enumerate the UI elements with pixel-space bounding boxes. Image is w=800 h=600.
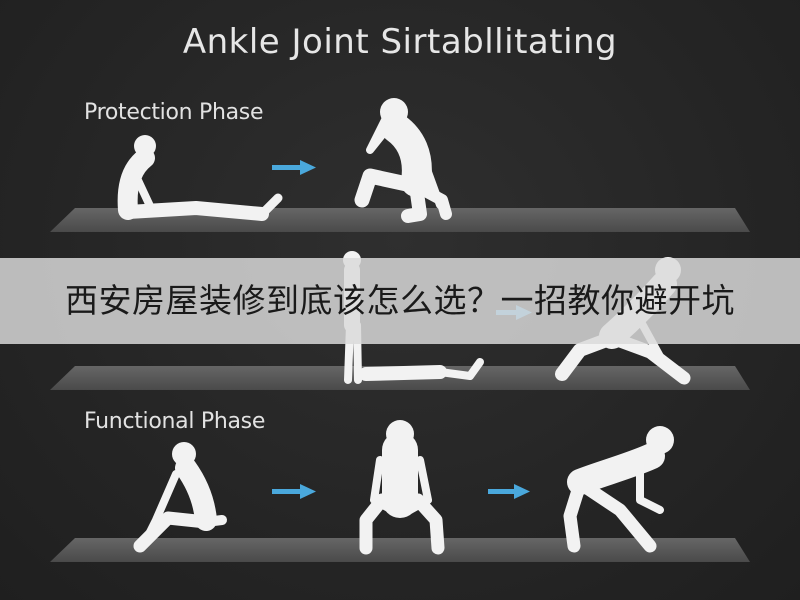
figure-low-crouch bbox=[563, 426, 674, 553]
arrow-right-icon bbox=[488, 484, 530, 499]
overlay-banner: 西安房屋装修到底该怎么选？一招教你避开坑 bbox=[0, 258, 800, 344]
figure-lying bbox=[359, 358, 484, 381]
phase-label-protection: Protection Phase bbox=[84, 100, 264, 125]
figure-seated-leg-extension bbox=[117, 135, 283, 221]
overlay-banner-text: 西安房屋装修到底该怎么选？一招教你避开坑 bbox=[65, 281, 735, 320]
figure-squat bbox=[359, 420, 445, 555]
arrow-right-icon bbox=[272, 160, 316, 175]
arrow-right-icon bbox=[272, 484, 316, 499]
figure-seated-stretch bbox=[133, 442, 227, 553]
phase-label-functional: Functional Phase bbox=[84, 409, 266, 434]
figure-kneeling-lunge bbox=[354, 98, 452, 223]
diagram-title: Ankle Joint Sirtabllitating bbox=[182, 22, 618, 62]
